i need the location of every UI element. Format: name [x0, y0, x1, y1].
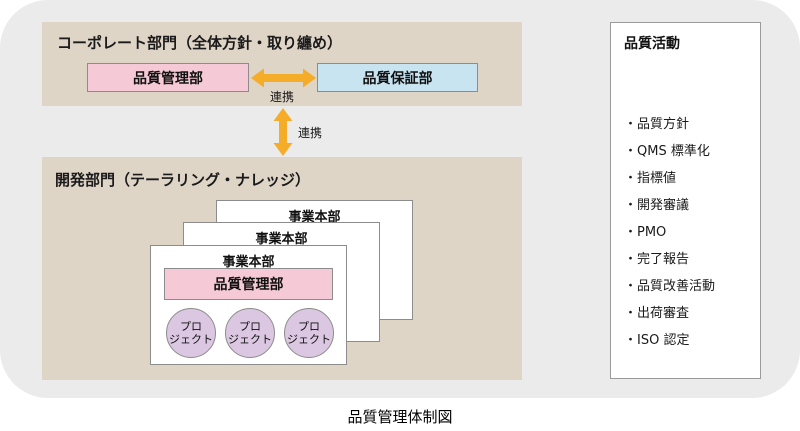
project-circle: プロ ジェクト: [284, 308, 334, 358]
quality-activity-item: ・出荷審査: [624, 306, 690, 321]
vertical-link-arrow-icon: [273, 108, 293, 156]
corporate-quality-management-box: 品質管理部: [87, 63, 249, 92]
business-unit-box-front: 事業本部 品質管理部 プロ ジェクト プロ ジェクト プロ ジェクト: [150, 245, 347, 365]
quality-activity-item: ・完了報告: [624, 252, 690, 267]
quality-activity-item: ・品質改善活動: [624, 279, 716, 294]
vertical-link-label: 連携: [298, 126, 323, 140]
corporate-quality-assurance-box: 品質保証部: [317, 63, 478, 92]
business-unit-label: 事業本部: [255, 232, 308, 247]
horizontal-link-label: 連携: [270, 90, 295, 104]
corporate-quality-management-label: 品質管理部: [133, 70, 203, 87]
quality-activities-list: ・品質方針 ・QMS 標準化 ・指標値 ・開発審議 ・PMO ・完了報告 ・品質…: [624, 111, 715, 354]
quality-activity-item: ・PMO: [624, 225, 667, 240]
quality-activity-item: ・QMS 標準化: [624, 144, 710, 159]
development-section-title: 開発部門（テーラリング・ナレッジ）: [55, 171, 311, 189]
corporate-section-title: コーポレート部門（全体方針・取り纏め）: [57, 34, 343, 52]
diagram-caption: 品質管理体制図: [347, 408, 453, 426]
quality-activities-panel: 品質活動 ・品質方針 ・QMS 標準化 ・指標値 ・開発審議 ・PMO ・完了報…: [610, 22, 761, 379]
business-unit-label: 事業本部: [288, 210, 341, 225]
quality-activity-item: ・ISO 認定: [624, 333, 690, 348]
corporate-section: コーポレート部門（全体方針・取り纏め） 品質管理部 品質保証部 連携: [42, 22, 522, 106]
business-unit-label: 事業本部: [222, 255, 275, 270]
quality-activity-item: ・指標値: [624, 171, 677, 186]
quality-activity-item: ・品質方針: [624, 117, 690, 132]
horizontal-link-arrow-icon: [251, 68, 316, 88]
quality-activities-title: 品質活動: [624, 36, 680, 52]
unit-quality-management-box: 品質管理部: [164, 268, 333, 300]
corporate-quality-assurance-label: 品質保証部: [362, 70, 433, 87]
project-circle: プロ ジェクト: [166, 308, 216, 358]
development-section: 開発部門（テーラリング・ナレッジ） 事業本部 事業本部 事業本部 品質管理部 プ…: [42, 157, 522, 380]
unit-quality-management-label: 品質管理部: [213, 277, 284, 293]
quality-activity-item: ・開発審議: [624, 198, 690, 213]
project-circle: プロ ジェクト: [225, 308, 275, 358]
